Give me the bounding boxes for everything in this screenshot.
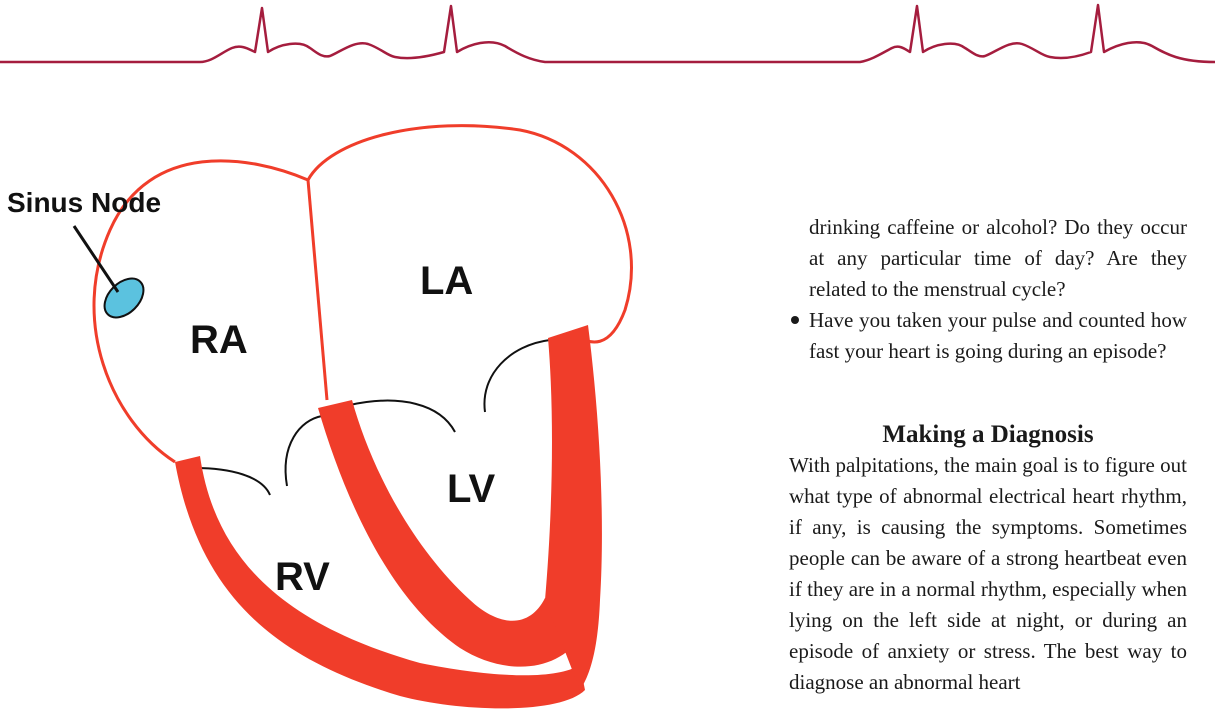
septum-line bbox=[308, 180, 327, 400]
continued-paragraph: drinking caffeine or alcohol? Do they oc… bbox=[789, 212, 1187, 305]
septum-wall bbox=[318, 400, 590, 667]
mitral-valve-2 bbox=[484, 340, 550, 412]
mitral-valve bbox=[350, 401, 455, 432]
sinus-node-label: Sinus Node bbox=[7, 187, 161, 218]
body-paragraph: With palpitations, the main goal is to f… bbox=[789, 450, 1187, 698]
heart-diagram: Sinus Node RA LA RV LV bbox=[0, 95, 720, 713]
bullet-item: Have you taken your pulse and counted ho… bbox=[789, 305, 1187, 367]
ra-label: RA bbox=[190, 318, 248, 362]
sinus-node-ellipse bbox=[97, 271, 151, 325]
ecg-header-line bbox=[0, 0, 1215, 75]
tricuspid-valve-2 bbox=[286, 416, 322, 486]
section-heading: Making a Diagnosis bbox=[789, 419, 1187, 450]
lv-label: LV bbox=[447, 467, 495, 511]
rv-label: RV bbox=[275, 555, 330, 599]
la-label: LA bbox=[420, 259, 473, 303]
bullet-icon bbox=[791, 316, 799, 324]
bullet-text: Have you taken your pulse and counted ho… bbox=[809, 305, 1187, 367]
left-atrium-outline bbox=[308, 126, 631, 342]
text-column: drinking caffeine or alcohol? Do they oc… bbox=[789, 212, 1187, 698]
